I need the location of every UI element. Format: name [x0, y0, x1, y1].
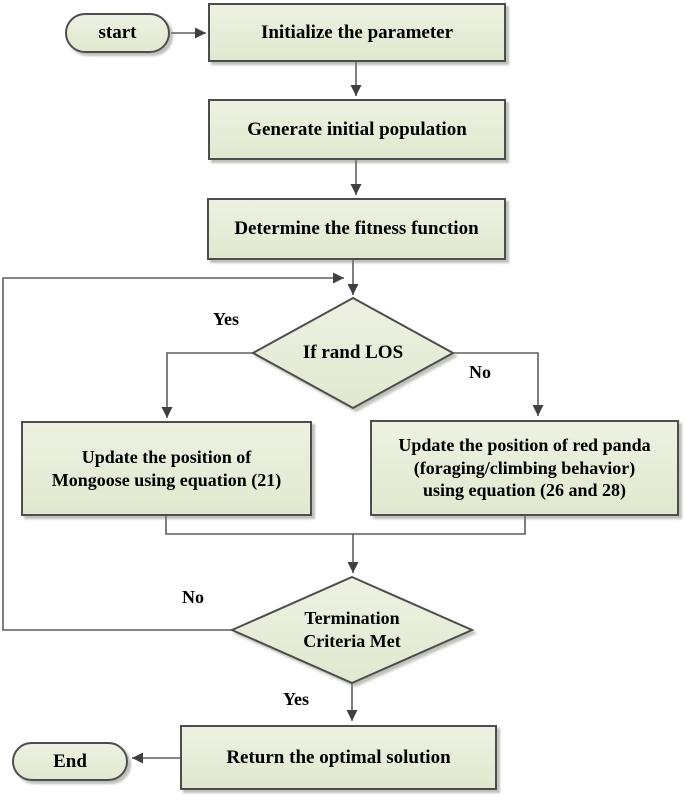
node-update-mongoose: Update the position of Mongoose using eq…	[21, 421, 312, 516]
decision-termination-shape	[229, 575, 475, 685]
edge-label-termination-no: No	[182, 587, 204, 607]
edge-rand-no-to-red-panda	[453, 352, 544, 416]
edge-rand-yes-to-mongoose	[161, 352, 253, 418]
edge-label-rand-no: No	[469, 362, 491, 382]
node-update-red-panda: Update the position of red panda (foragi…	[370, 420, 679, 516]
decision-rand-los-shape	[250, 296, 456, 410]
decision-termination-label: Termination Criteria Met	[303, 607, 401, 651]
node-start: start	[65, 13, 170, 53]
node-fitness-function: Determine the fitness function	[207, 198, 506, 260]
decision-rand-los-label: If rand LOS	[302, 341, 404, 363]
node-initialize-parameter: Initialize the parameter	[208, 3, 506, 62]
edge-merge-updates	[165, 516, 526, 535]
edge-label-termination-yes: Yes	[283, 689, 309, 709]
node-generate-population: Generate initial population	[208, 99, 506, 160]
node-return-solution: Return the optimal solution	[180, 725, 497, 790]
node-end: End	[12, 742, 128, 781]
edge-termination-no-loopback	[2, 272, 344, 631]
edge-label-rand-yes: Yes	[213, 309, 239, 329]
